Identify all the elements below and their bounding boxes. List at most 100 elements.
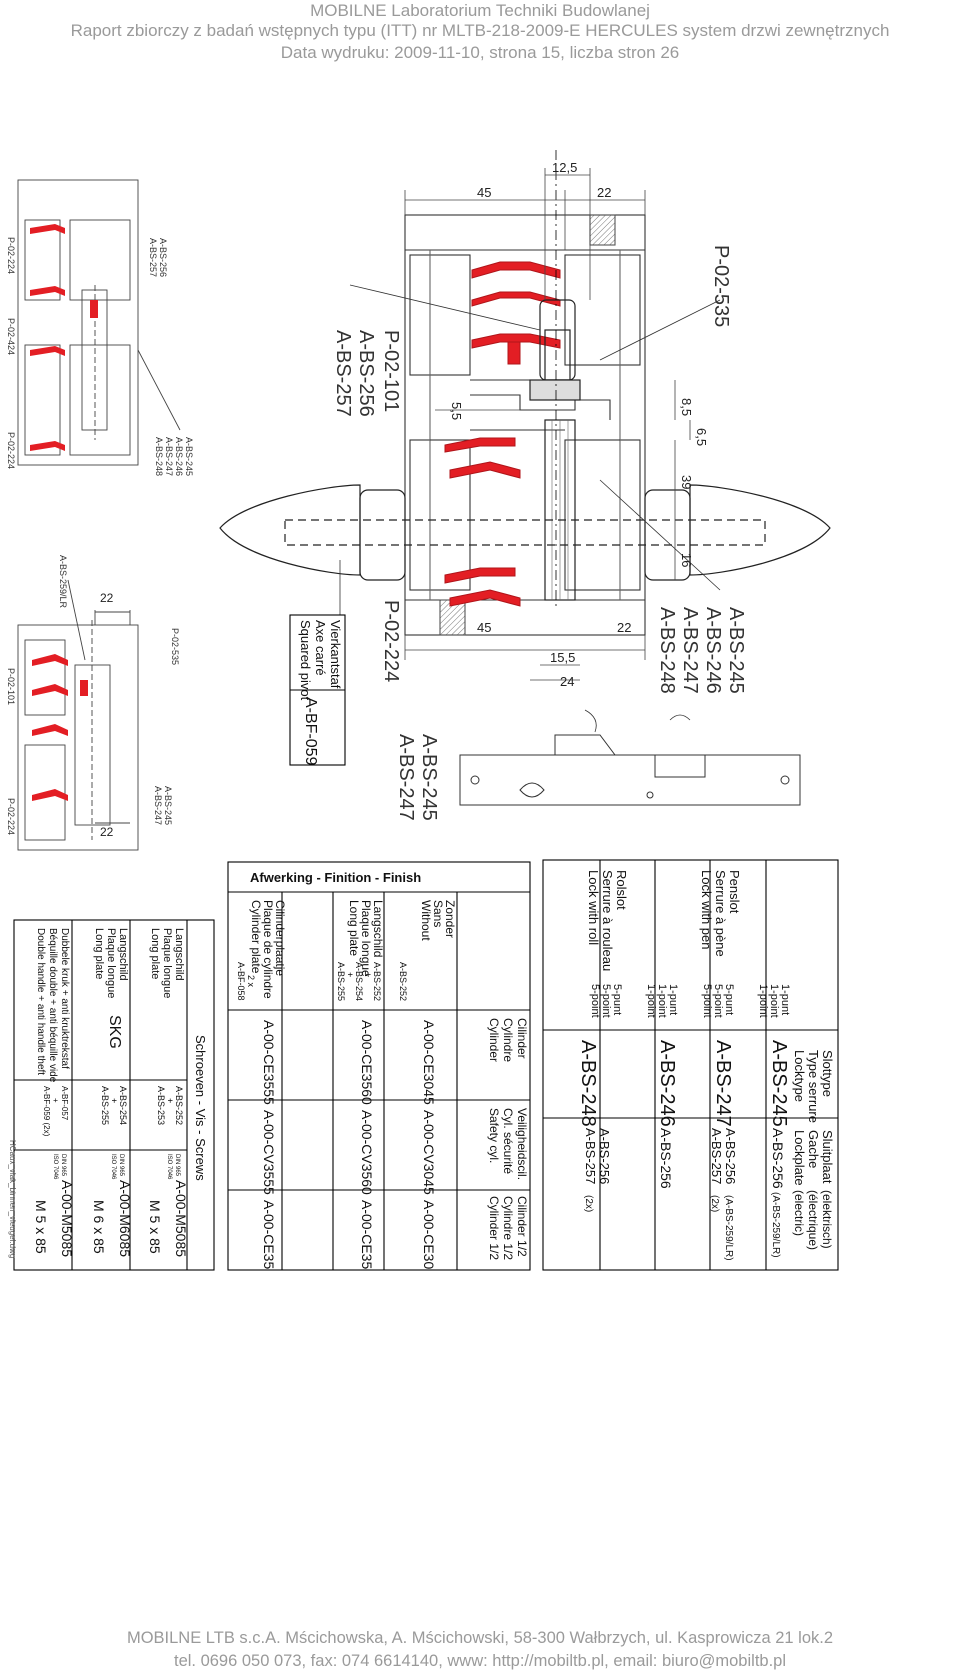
finish-r3-code-1: 2 x — [246, 975, 256, 988]
lock-r3-pts-b: 1-point — [656, 984, 668, 1018]
finish-r1-label-c: Without — [419, 900, 433, 941]
finish-half-a: Cilinder 1/2 — [515, 1196, 529, 1257]
small-label-abs247: A-BS-247 — [164, 437, 174, 476]
header-title: MOBILNE Laboratorium Techniki Budowlanej — [310, 1, 650, 20]
lock-r1-pts-b: 1-point — [768, 984, 780, 1018]
dim-39: 39 — [679, 475, 694, 489]
door-handles — [219, 484, 831, 581]
dim-5-5: 5,5 — [449, 402, 464, 420]
lock-r2-type: A-BS-247 — [712, 1040, 734, 1127]
finish-r2-code-2: + — [363, 972, 373, 977]
leader-lines — [339, 284, 721, 615]
finish-half-c: Cylinder 1/2 — [487, 1196, 501, 1260]
lock-roll-a: Rolslot — [614, 870, 629, 910]
lock-side-view — [459, 709, 801, 806]
dim-22-small-bot: 22 — [100, 825, 114, 839]
lock-r2-plate1: A-BS-256 — [723, 1128, 738, 1184]
header-date: Data wydruku: 2009-11-10, strona 15, lic… — [280, 43, 680, 62]
lock-r1-plate: A-BS-256 — [770, 1128, 786, 1189]
small-label-abs257: A-BS-257 — [148, 238, 158, 277]
small-label-p02-224-b: P-02-224 — [6, 432, 16, 469]
dim-15-5: 15,5 — [550, 650, 575, 665]
finish-r1-code: A-BS-252 — [398, 962, 408, 1001]
finish-r2-label-c: Long plate — [347, 900, 361, 956]
screws-r1-code-2: + — [165, 1098, 175, 1103]
lock-pen-c: Lock with pen — [699, 870, 714, 950]
finish-r3-code-2: A-BF-058 — [236, 962, 246, 1001]
screws-r1-label-c: Long plate — [149, 928, 161, 979]
finish-r3-cil: A-00-CE3555 — [261, 1020, 277, 1105]
lock-r4-plate1: A-BS-256 — [597, 1128, 612, 1184]
finish-r2-code-3: A-BS-254 — [354, 962, 364, 1001]
lock-r3-pts-a: 1-punt — [667, 984, 679, 1015]
table-screws-grid — [13, 919, 215, 1271]
screws-r2-label-c: Long plate — [93, 928, 105, 979]
lock-h2-c: Lockplate — [792, 1130, 807, 1186]
small-label-abs247-b: A-BS-247 — [153, 786, 163, 825]
label-abs245: A-BS-245 — [725, 607, 747, 694]
finish-veil-b: Cyl. sécurité — [501, 1108, 515, 1174]
finish-r2-veil: A-00-CV3560 — [359, 1110, 375, 1195]
screws-r2-code: A-00-M6085 — [117, 1180, 133, 1257]
lock-h1-a: Slottype — [820, 1050, 835, 1097]
screws-r2-size: M 6 x 85 — [91, 1200, 107, 1254]
label-p02-101: P-02-101 — [380, 330, 402, 412]
screws-title: Schroeven - Vis - Screws — [193, 1035, 208, 1181]
small-label-abs246: A-BS-246 — [174, 437, 184, 476]
dim-22-top: 22 — [597, 185, 611, 200]
lock-roll-c: Lock with roll — [586, 870, 601, 945]
screws-r3-code: A-00-M5085 — [59, 1180, 75, 1257]
label-vierkantstaf: Vierkantstaf — [328, 620, 343, 689]
label-p02-224: P-02-224 — [380, 600, 402, 682]
lock-pen-b: Serrure à pène — [713, 870, 728, 957]
finish-veil-c: Safety cyl. — [487, 1108, 501, 1163]
screws-r3-label-a: Dubbele kruk + anti kruktrekstaf — [59, 928, 70, 1069]
lock-r4-2x: (2x) — [583, 1195, 594, 1212]
screws-r2-code-2: + — [109, 1098, 119, 1103]
small-section-top — [17, 179, 181, 466]
finish-half-b: Cylindre 1/2 — [501, 1196, 515, 1260]
lock-r3-type: A-BS-246 — [656, 1040, 678, 1127]
table-lock-grid — [542, 859, 839, 1271]
small-label-p02-535: P-02-535 — [170, 628, 180, 665]
lock-r4-pts-c: 5-point — [589, 984, 601, 1018]
dim-12-5: 12,5 — [552, 160, 577, 175]
lock-r4-plate2: A-BS-257 — [583, 1128, 598, 1184]
screws-r1-code: A-00-M5085 — [173, 1180, 189, 1257]
small-section-top-strips — [30, 224, 98, 451]
small-label-p02-224-a: P-02-224 — [6, 237, 16, 274]
screws-r2-skg: SKG — [106, 1015, 123, 1049]
footer-contact: tel. 0696 050 073, fax: 074 6614140, www… — [173, 1652, 787, 1670]
screws-r1-din-1: DIN 965 — [174, 1154, 180, 1177]
dim-22-small-top: 22 — [100, 591, 114, 605]
dim-16: 16 — [679, 553, 694, 567]
finish-cil-a: Cilinder — [515, 1018, 529, 1059]
finish-cil-c: Cylinder — [487, 1018, 501, 1062]
dim-45-top: 45 — [477, 185, 491, 200]
finish-r1-label-a: Zonder — [443, 900, 457, 938]
label-abs247-side: A-BS-247 — [395, 734, 417, 821]
screws-r2-code-1: A-BS-254 — [118, 1086, 128, 1125]
finish-r2-cil: A-00-CE3560 — [359, 1020, 375, 1105]
small-label-abs256: A-BS-256 — [158, 238, 168, 277]
finish-r3-label-b: Plaque de cylindre — [261, 900, 275, 999]
finish-veil-a: Veiligheidscil. — [515, 1108, 529, 1180]
lock-r3-pts-c: 1-point — [645, 984, 657, 1018]
lock-r2-2x: (2x) — [709, 1195, 720, 1212]
header-report: Raport zbiorczy z badań wstępnych typu (… — [70, 21, 890, 40]
small-label-abs245-b: A-BS-245 — [163, 786, 173, 825]
small-section-bottom — [17, 579, 139, 851]
screws-r3-label-c: Double handle + anti handle theft — [35, 928, 46, 1075]
main-section — [404, 214, 646, 636]
lock-r1-extra: (A-BS-259/LR) — [770, 1192, 781, 1258]
dim-45-bot: 45 — [477, 620, 491, 635]
footer-company: MOBILNE LTB s.c.A. Mścichowska, A. Mścic… — [126, 1629, 834, 1647]
lock-r1-type: A-BS-245 — [768, 1040, 790, 1127]
screws-r1-code-3: A-BS-253 — [156, 1086, 166, 1125]
lock-h2b-b: (électrique) — [806, 1190, 820, 1250]
lock-spindle — [529, 150, 581, 610]
table-finish-grid — [227, 861, 531, 1271]
label-p02-535: P-02-535 — [710, 245, 732, 327]
small-label-p02-101: P-02-101 — [6, 668, 16, 705]
finish-r2-code-5: A-BS-255 — [336, 962, 346, 1001]
